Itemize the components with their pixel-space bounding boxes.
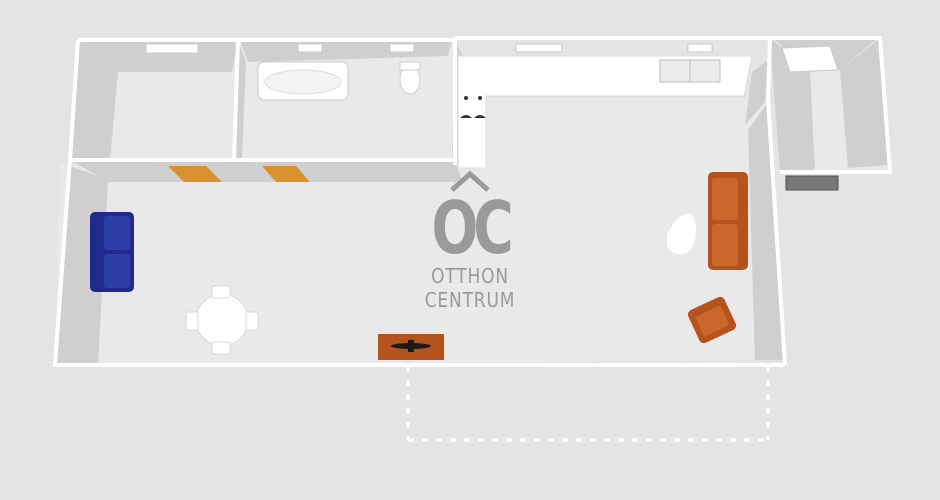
tv-bench bbox=[378, 334, 444, 360]
watermark-logo: OC bbox=[431, 186, 513, 270]
watermark: OC OTTHON CENTRUM bbox=[410, 170, 530, 312]
orange-sofa bbox=[708, 172, 748, 270]
terrace-outline bbox=[406, 366, 770, 442]
door-mats bbox=[168, 166, 310, 182]
kitchen-counter bbox=[457, 55, 753, 169]
roof-caret-icon bbox=[450, 170, 490, 192]
dining-table bbox=[185, 285, 259, 355]
blue-sofa bbox=[90, 212, 134, 292]
windows bbox=[145, 43, 839, 191]
orange-armchair bbox=[687, 296, 737, 344]
wall-shading bbox=[55, 38, 890, 365]
walls bbox=[52, 36, 893, 367]
watermark-line-2: CENTRUM bbox=[424, 288, 516, 312]
bathroom-fixtures bbox=[257, 61, 421, 101]
stove bbox=[460, 96, 486, 118]
watermark-line-1: OTTHON bbox=[431, 264, 509, 288]
coffee-table bbox=[666, 213, 696, 254]
